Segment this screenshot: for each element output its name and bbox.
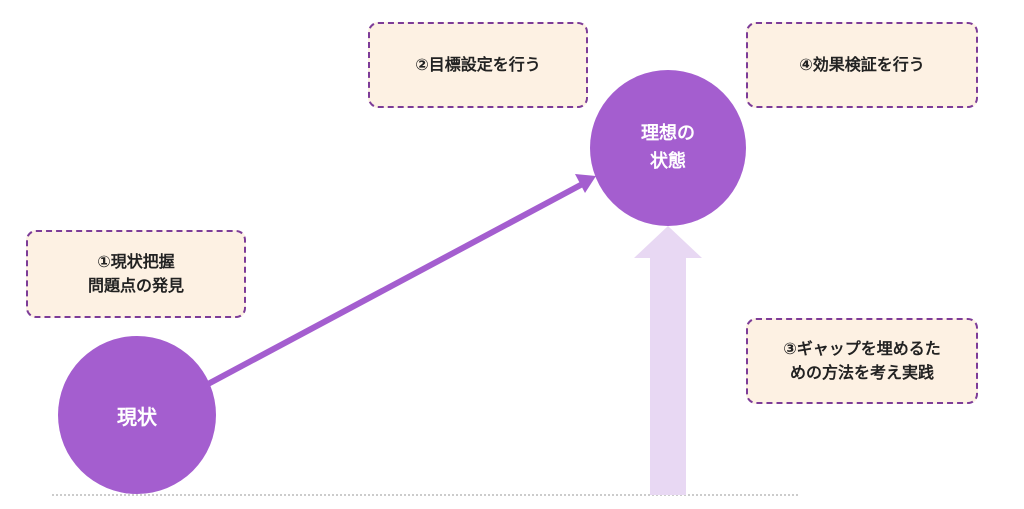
ideal-state-label-line2: 状態 bbox=[650, 151, 686, 172]
ideal-state-circle: 理想の 状態 bbox=[590, 70, 746, 226]
current-state-label: 現状 bbox=[117, 404, 157, 429]
step3-box: ③ギャップを埋めるた めの方法を考え実践 bbox=[746, 318, 978, 404]
diagonal-arrow bbox=[206, 177, 592, 387]
current-state-circle: 現状 bbox=[58, 336, 216, 494]
step4-box: ④効果検証を行う bbox=[746, 22, 978, 108]
step4-line1: ④効果検証を行う bbox=[799, 55, 925, 74]
step3-line1: ③ギャップを埋めるた bbox=[783, 339, 941, 358]
up-arrow bbox=[634, 226, 702, 495]
step2-line1: ②目標設定を行う bbox=[415, 55, 541, 74]
step1-box: ①現状把握 問題点の発見 bbox=[26, 230, 246, 318]
step3-line2: めの方法を考え実践 bbox=[789, 363, 934, 382]
step2-box: ②目標設定を行う bbox=[368, 22, 588, 108]
diagonal-arrowhead bbox=[575, 174, 596, 193]
step1-line1: ①現状把握 bbox=[97, 252, 175, 271]
ideal-state-label-line1: 理想の bbox=[641, 123, 695, 144]
step1-line2: 問題点の発見 bbox=[87, 276, 184, 295]
